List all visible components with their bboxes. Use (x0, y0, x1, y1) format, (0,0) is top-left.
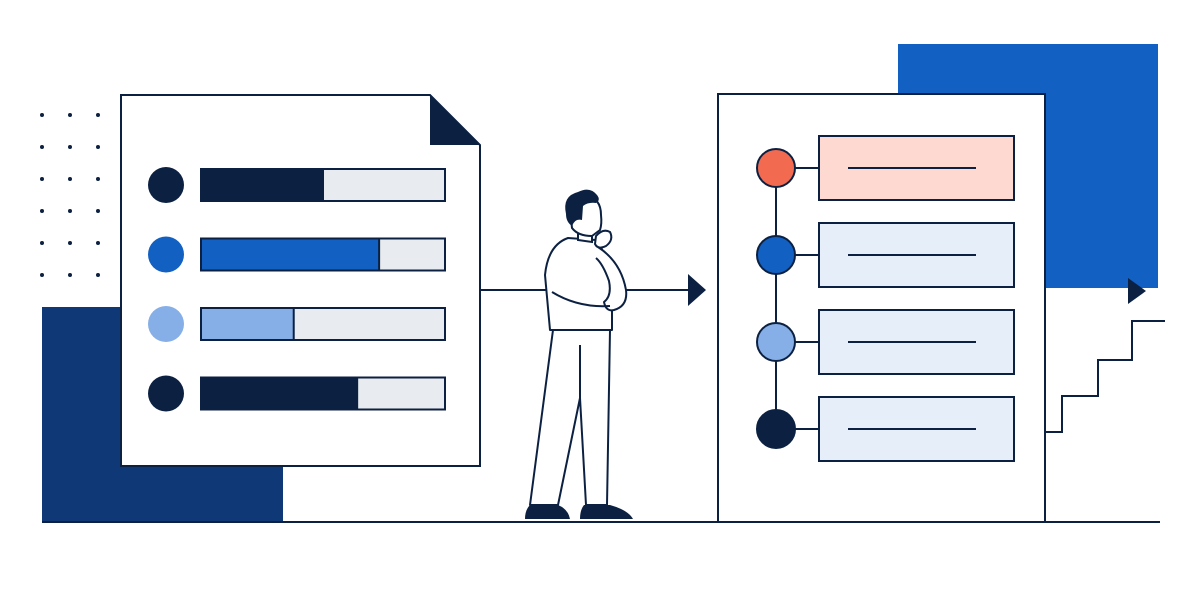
person-arm (595, 246, 628, 312)
timeline-step (756, 222, 1015, 288)
grid-dot (68, 177, 72, 181)
timeline-step (756, 309, 1015, 375)
grid-dot (96, 177, 100, 181)
grid-dot (68, 273, 72, 277)
grid-dot (96, 145, 100, 149)
grid-dot (40, 113, 44, 117)
progress-row (148, 167, 446, 203)
left-document-fold (430, 95, 480, 145)
timeline-node (756, 322, 796, 362)
progress-fill (200, 376, 359, 411)
thinking-person-icon (525, 189, 633, 519)
stairs-arrow-head (1128, 278, 1146, 304)
progress-fill (200, 237, 381, 272)
progress-row (148, 306, 446, 342)
grid-dot (68, 145, 72, 149)
timeline-step (756, 396, 1015, 462)
grid-dot (68, 241, 72, 245)
timeline-step (756, 135, 1015, 201)
person-right-shoe (580, 505, 633, 519)
progress-row (148, 375, 446, 412)
person-hand (594, 229, 613, 249)
status-dot (148, 306, 184, 342)
grid-dot (96, 209, 100, 213)
person-hair (565, 189, 599, 226)
person-forearm-lower (551, 291, 611, 308)
grid-dot (96, 273, 100, 277)
progress-fill (200, 168, 324, 202)
stairs-icon (1046, 278, 1165, 433)
person-trousers (529, 329, 611, 506)
progress-row (148, 236, 446, 273)
timeline-node (756, 235, 796, 275)
status-dot (148, 236, 184, 273)
timeline-node (756, 409, 796, 449)
status-dot (148, 375, 184, 412)
status-dot (148, 167, 184, 203)
grid-dot (40, 177, 44, 181)
timeline-step-list (756, 135, 1015, 462)
grid-dot (40, 145, 44, 149)
progress-fill (200, 307, 295, 341)
grid-dot (40, 241, 44, 245)
grid-dot (68, 113, 72, 117)
grid-dot (68, 209, 72, 213)
timeline-icon (717, 93, 1046, 523)
timeline-node (756, 148, 796, 188)
person-left-shoe (525, 505, 570, 519)
document-icon (120, 94, 481, 467)
progress-row-list (148, 167, 446, 412)
grid-dot (40, 209, 44, 213)
grid-dot (96, 241, 100, 245)
grid-dot (40, 273, 44, 277)
grid-dot (96, 113, 100, 117)
dot-grid-decoration (40, 113, 100, 277)
